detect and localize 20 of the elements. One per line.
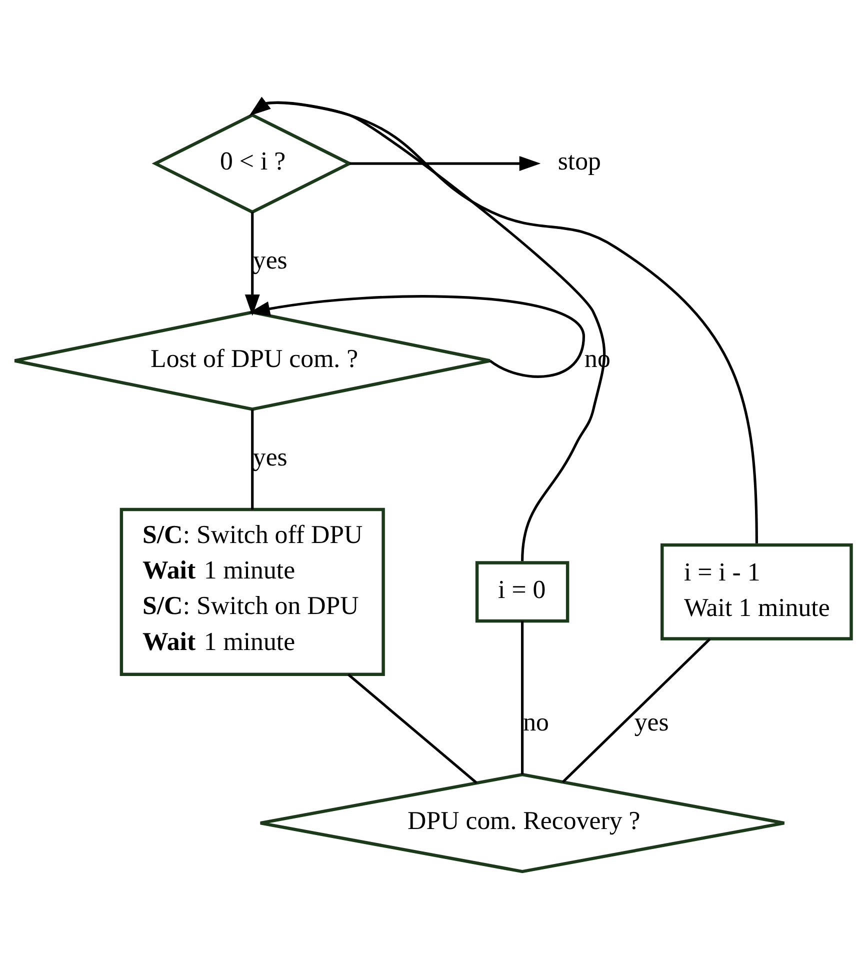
edge-label: yes xyxy=(252,442,288,471)
connector xyxy=(347,673,478,784)
connector xyxy=(521,620,524,774)
arrow xyxy=(244,212,260,316)
arrow xyxy=(249,96,758,543)
edge-label: no xyxy=(523,707,549,736)
arrow xyxy=(350,156,541,171)
arrow xyxy=(248,294,586,378)
node-box: i = 0 xyxy=(475,560,570,622)
edge-label: yes xyxy=(634,707,669,736)
edge-label: yes xyxy=(252,244,288,274)
node-diamond: Lost of DPU com. ? xyxy=(13,310,492,410)
node-box: S/C: Switch off DPU Wait 1 minute S/C: Switch on DPU Wait 1 minute xyxy=(120,507,385,676)
connector xyxy=(251,409,254,509)
node-text: stop xyxy=(558,146,601,176)
node-box: i = i - 1 Wait 1 minute xyxy=(660,542,853,640)
connector xyxy=(562,638,711,782)
arrow xyxy=(249,96,606,561)
node-diamond: DPU com. Recovery ? xyxy=(258,772,786,873)
node-diamond: 0 < i ? xyxy=(152,112,353,214)
